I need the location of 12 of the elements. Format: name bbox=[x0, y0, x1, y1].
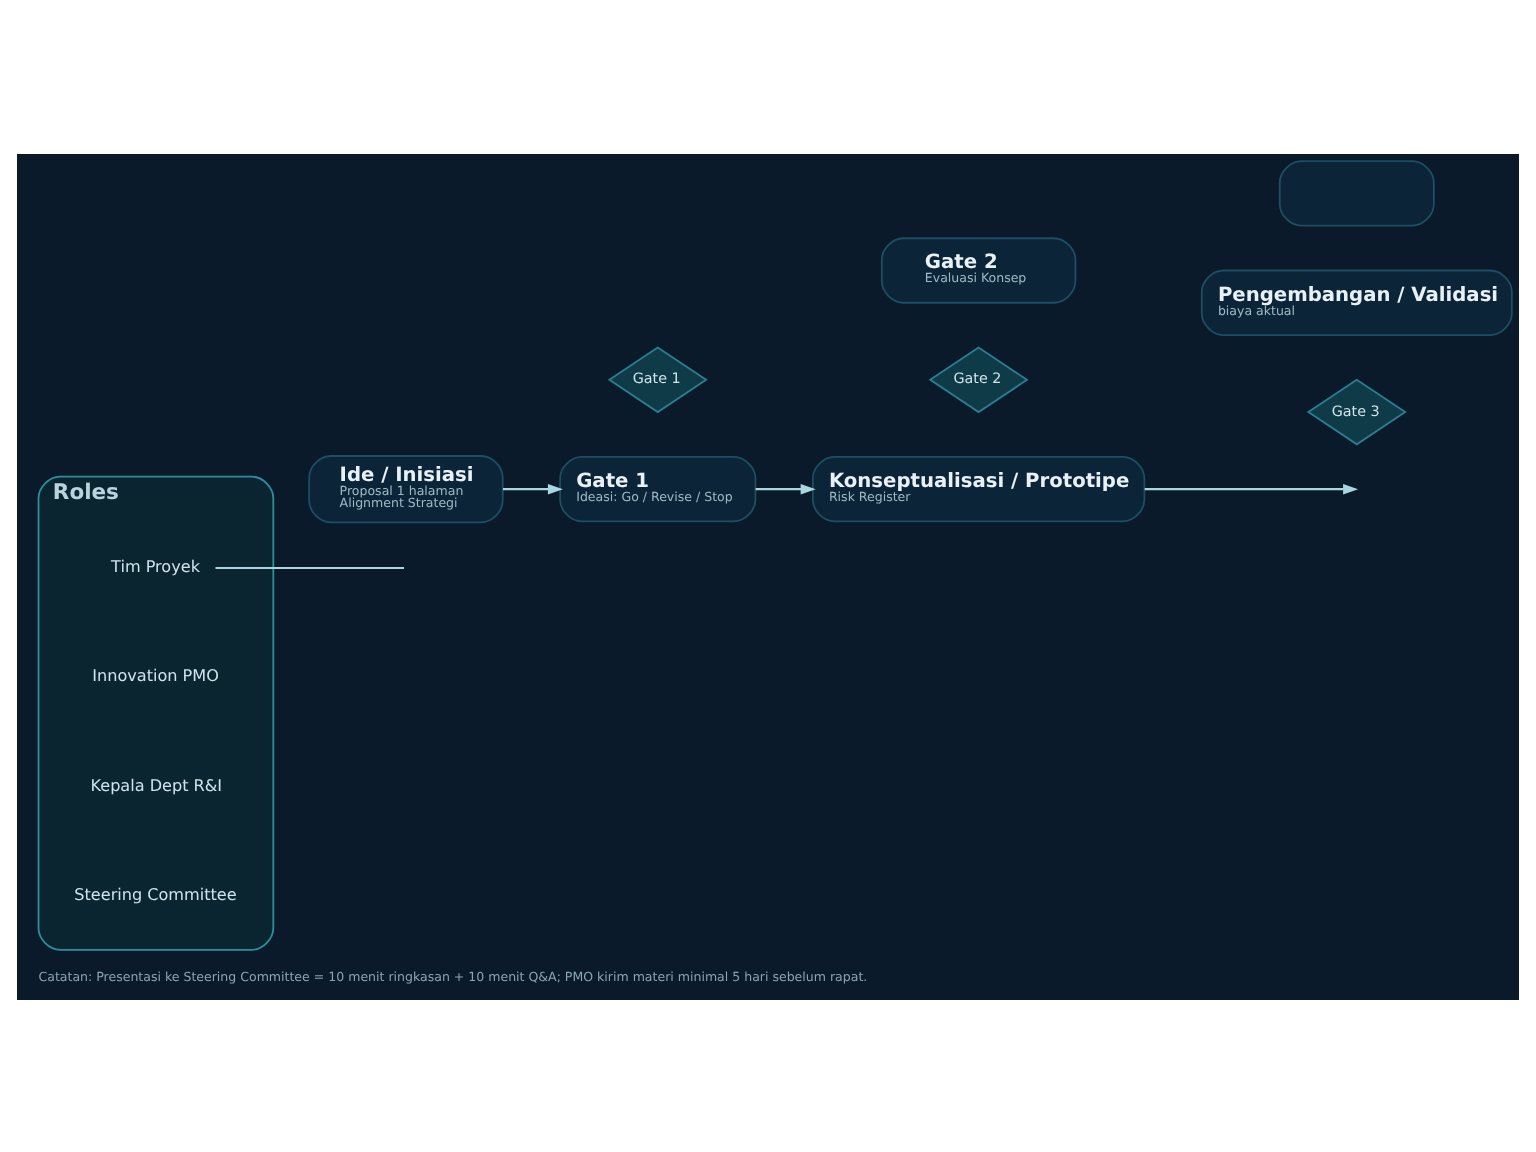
node-text: Innovation PMO bbox=[92, 666, 219, 685]
connector bbox=[215, 565, 405, 569]
node-text: Tim Proyek bbox=[111, 556, 200, 575]
node-diamond: Gate 2 bbox=[928, 345, 1029, 413]
arrow bbox=[755, 482, 816, 494]
node-diamond: Gate 3 bbox=[1306, 377, 1407, 445]
node-text: Steering Committee bbox=[74, 884, 237, 903]
node-diamond: Gate 1 bbox=[607, 345, 708, 413]
node-text: Kepala Dept R&I bbox=[90, 775, 223, 794]
node-box bbox=[1278, 159, 1435, 226]
arrow bbox=[1144, 482, 1359, 494]
arrow bbox=[503, 482, 563, 494]
